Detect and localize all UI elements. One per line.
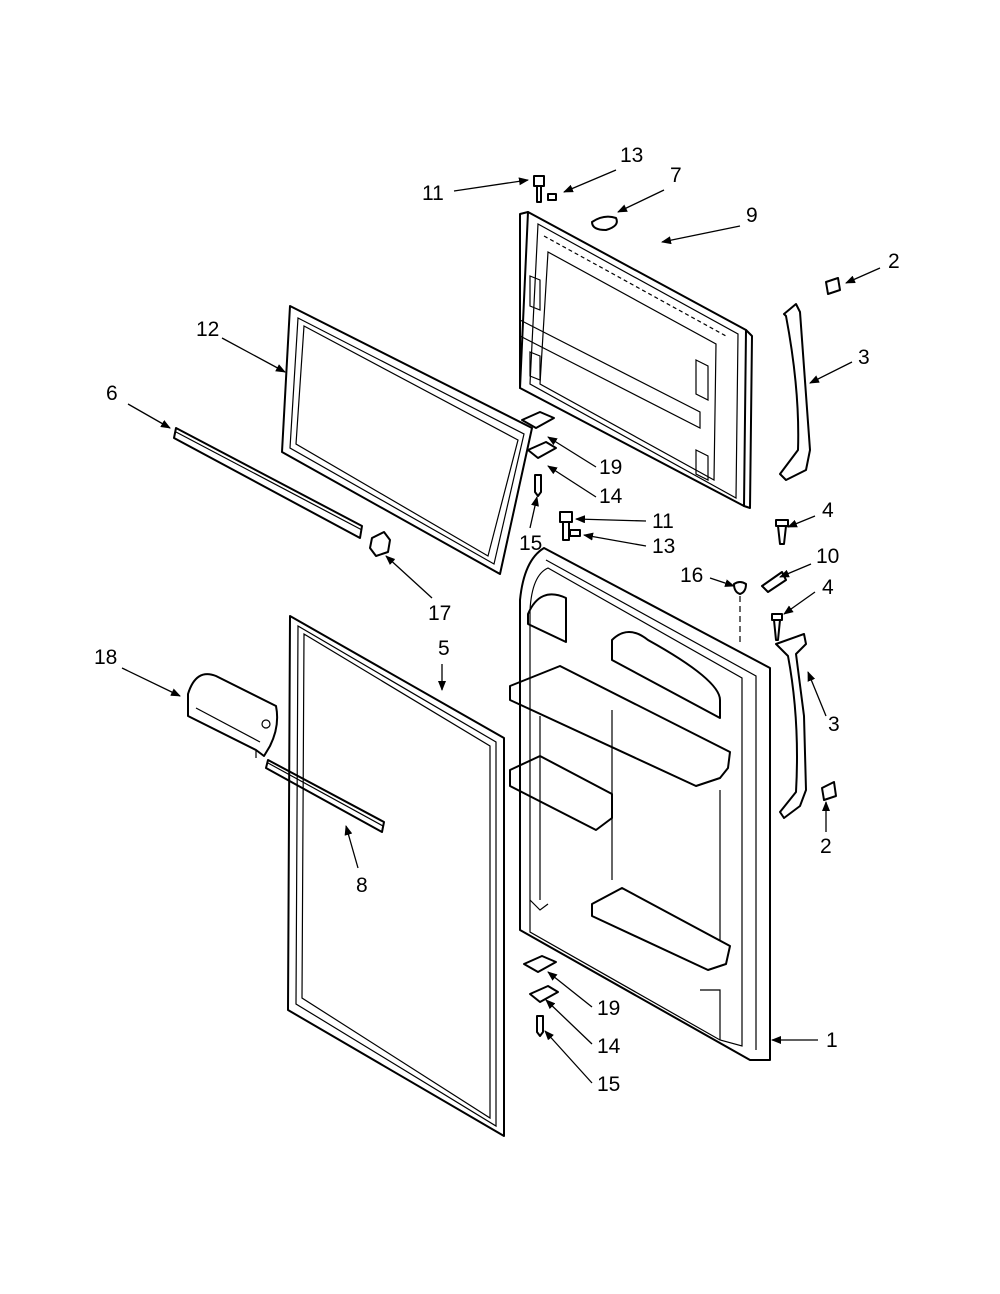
callouts: 1113792312619141511134101641751832819114… bbox=[94, 144, 900, 1096]
callout-c-11-mid: 11 bbox=[652, 510, 674, 533]
callout-c-15-bot: 15 bbox=[597, 1073, 620, 1096]
leader-line-c-3-mid bbox=[807, 671, 827, 717]
leader-line-c-2-top bbox=[845, 267, 881, 284]
callout-c-17: 17 bbox=[428, 602, 451, 625]
leader-line-c-4-mid bbox=[783, 591, 816, 615]
callout-c-12: 12 bbox=[196, 318, 219, 341]
fresh-food-gasket bbox=[287, 615, 505, 1137]
freezer-door-rail bbox=[173, 427, 363, 539]
callout-c-19-bot: 19 bbox=[597, 997, 620, 1020]
upper-hinge bbox=[779, 303, 811, 481]
leader-line-c-19-bot bbox=[547, 971, 593, 1008]
leader-line-c-7 bbox=[617, 189, 665, 213]
leader-line-c-11-mid bbox=[575, 515, 647, 524]
callout-c-10: 10 bbox=[816, 545, 839, 568]
callout-c-16: 16 bbox=[680, 564, 703, 587]
callout-c-19-top: 19 bbox=[599, 456, 622, 479]
leader-line-c-9 bbox=[661, 225, 741, 245]
leader-line-c-13-top bbox=[563, 169, 617, 193]
lower-hinge-cover bbox=[821, 781, 837, 801]
leader-line-c-15-bot bbox=[544, 1030, 593, 1084]
callout-c-2-mid: 2 bbox=[820, 835, 832, 858]
freezer-door bbox=[519, 211, 753, 509]
middle-hinge bbox=[775, 633, 807, 819]
fresh-food-door bbox=[509, 547, 771, 1061]
callout-c-3-mid: 3 bbox=[828, 713, 840, 736]
leader-line-c-11-top bbox=[453, 177, 529, 192]
leader-line-c-18 bbox=[121, 667, 181, 697]
callout-c-14-top: 14 bbox=[599, 485, 623, 508]
leader-line-c-6 bbox=[127, 403, 171, 429]
callout-c-4-mid: 4 bbox=[822, 576, 834, 599]
callout-c-4-top: 4 bbox=[822, 499, 834, 522]
rail-clip bbox=[369, 531, 391, 557]
leader-line-c-14-bot bbox=[545, 999, 593, 1045]
leader-line-c-3-top bbox=[809, 361, 853, 384]
hinge-screws-top bbox=[775, 519, 789, 545]
leader-line-c-19-top bbox=[547, 436, 597, 468]
fresh-food-top-hardware bbox=[559, 511, 747, 646]
leader-line-c-8 bbox=[344, 825, 359, 869]
callout-c-2-top: 2 bbox=[888, 250, 900, 273]
callout-c-5: 5 bbox=[438, 637, 450, 660]
upper-hinge-cover bbox=[825, 277, 841, 295]
callout-c-6: 6 bbox=[106, 382, 118, 405]
hinge-pin-plug bbox=[761, 571, 787, 593]
leader-line-c-17 bbox=[385, 555, 433, 599]
hinge-screws-mid bbox=[771, 613, 783, 641]
callout-c-7: 7 bbox=[670, 164, 682, 187]
callout-c-3-top: 3 bbox=[858, 346, 870, 369]
leader-line-c-14-top bbox=[547, 465, 597, 498]
callout-c-15-top: 15 bbox=[519, 532, 542, 555]
dairy-bin bbox=[187, 673, 279, 758]
door-rail-bar bbox=[265, 759, 385, 833]
fresh-food-lower-hinge bbox=[523, 955, 559, 1037]
freezer-lower-hinge bbox=[521, 411, 557, 497]
callout-c-8: 8 bbox=[356, 874, 368, 897]
callout-c-14-bot: 14 bbox=[597, 1035, 621, 1058]
callout-c-1: 1 bbox=[826, 1029, 838, 1052]
freezer-gasket bbox=[281, 305, 533, 575]
leader-line-c-15-top bbox=[529, 496, 539, 529]
leader-line-c-16 bbox=[709, 577, 735, 587]
callout-c-11-top: 11 bbox=[422, 182, 444, 205]
callout-c-13-mid: 13 bbox=[652, 535, 675, 558]
callout-c-13-top: 13 bbox=[620, 144, 643, 167]
leader-line-c-12 bbox=[221, 337, 286, 373]
top-hardware bbox=[533, 175, 618, 231]
callout-c-9: 9 bbox=[746, 204, 758, 227]
callout-c-18: 18 bbox=[94, 646, 117, 669]
leader-line-c-4-top bbox=[787, 515, 816, 528]
leader-line-c-10 bbox=[779, 563, 812, 578]
leader-line-c-13-mid bbox=[583, 532, 647, 547]
